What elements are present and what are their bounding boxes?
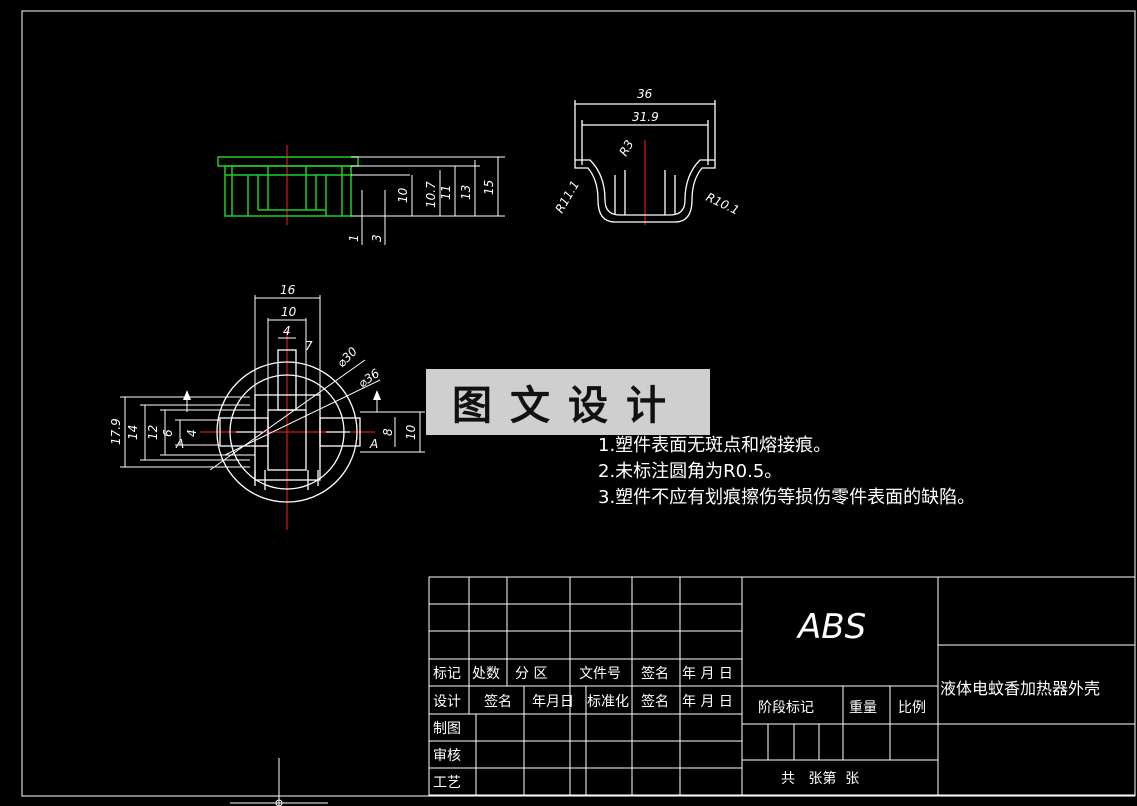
dim-8-top: 8 [381,428,395,436]
note-1: 1.塑件表面无斑点和熔接痕。 [598,435,832,456]
dim-6-top: 6 [161,429,175,437]
label-nianyueri-2: 年月日 [532,694,574,710]
dim-13-front: 13 [459,185,473,200]
dim-7-top: 7 [305,339,313,353]
dim-r11-1-side: R11.1 [552,178,582,215]
label-sheet: 共 张第 张 [781,770,859,787]
dim-3-front: 3 [370,234,384,242]
label-biaoji: 标记 [433,666,461,682]
dim-17-9-top: 17.9 [109,418,123,445]
dim-4-top: 4 [283,324,291,338]
label-shenhe: 审核 [433,748,461,764]
dim-10-front: 10 [396,187,410,203]
label-gongyi: 工艺 [433,775,461,791]
label-weight: 重量 [849,700,877,716]
label-nianyueri: 年 月 日 [682,666,733,682]
title-block-text: 标记 处数 分 区 文件号 签名 年 月 日 设计 签名 年月日 标准化 签名 … [433,607,1100,791]
dim-15-front: 15 [482,180,496,195]
top-view [120,295,425,530]
dim-r10-1-side: R10.1 [704,190,742,218]
label-zhitu: 制图 [433,721,461,737]
label-chushu: 处数 [472,666,500,682]
dim-11-front: 11 [439,185,453,200]
label-fenqu: 分 区 [515,666,547,682]
top-view-outline [216,349,361,503]
dim-r3-side: R3 [616,138,636,159]
bottom-left-mark [230,758,328,806]
front-view-outline [217,156,359,217]
label-qianming-3: 签名 [641,693,669,710]
note-2: 2.未标注圆角为R0.5。 [598,461,783,482]
dim-12-top: 12 [146,425,160,440]
dim-36-side: 36 [637,87,653,101]
label-qianming-2: 签名 [484,693,512,710]
label-qianming: 签名 [641,665,669,682]
watermark-banner: 图文设计 [426,369,710,435]
dim-4-top-left: 4 [185,429,199,437]
label-stage: 阶段标记 [758,700,814,716]
dim-31-9-side: 31.9 [632,110,659,124]
label-biaozhunhua: 标准化 [587,694,629,710]
watermark-text: 图文设计 [452,382,684,429]
dim-10-top-right: 10 [404,424,418,440]
front-view [217,145,505,245]
label-scale: 比例 [898,700,926,716]
side-view [574,100,716,225]
dim-14-top: 14 [126,425,140,440]
label-wenjianhao: 文件号 [579,666,621,682]
front-dimension-lines [351,156,505,245]
note-3: 3.塑件不应有划痕擦伤等损伤零件表面的缺陷。 [598,487,976,508]
dim-10-7-front: 10.7 [424,181,438,208]
dim-16-top: 16 [280,283,296,297]
part-name: 液体电蚊香加热器外壳 [940,679,1100,698]
dim-10-top: 10 [281,305,297,319]
dim-1-front: 1 [347,234,361,242]
label-sheji: 设计 [433,694,461,710]
top-dimension-lines [120,295,425,471]
material-text: ABS [796,607,866,647]
section-arrows [183,390,381,400]
label-nianyueri-3: 年 月 日 [682,694,733,710]
dim-d36-top: ⌀36 [356,366,383,391]
title-block-grid [428,576,1136,796]
side-view-outline [574,100,716,223]
section-label-a-left: A [175,437,184,451]
drawing-frame [21,10,1136,797]
section-label-a-right: A [369,437,378,451]
